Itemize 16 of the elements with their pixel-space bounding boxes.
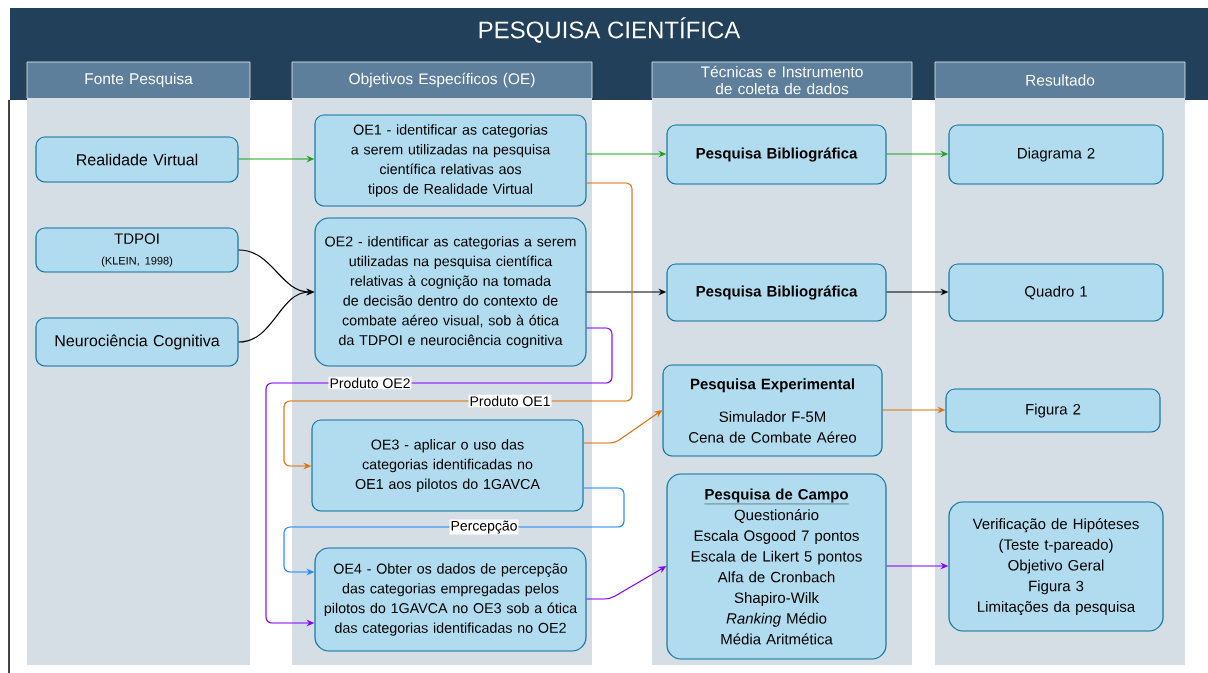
process-box: Figura 2 [945,388,1161,433]
process-box: OE3 - aplicar o uso das categorias identificadas no OE1 aos pilotos do 1GAVCA [311,419,584,512]
process-box: OE4 - Obter os dados de percepção das categorias empregadas pelos pilotos do 1GAVCA no OE3 sob a ótica das categorias identificadas no OE2 [314,547,587,652]
process-box: Verificação de Hipóteses (Teste t-pareado) Objetivo Geral Figura 3 Limitações da pesquisa [948,501,1164,632]
process-box: Diagrama 2 [948,124,1164,185]
title: PESQUISA CIENTÍFICA [479,17,741,43]
process-box: Pesquisa de Campo Questionário Escala Osgood 7 pontos Escala de Likert 5 pontos Alfa de Cronbach Shapiro-Wilk Ranking Médio Média Aritmética [666,473,887,660]
process-box: Quadro 1 [948,263,1164,322]
process-box: Pesquisa Bibliográfica [666,263,887,322]
process-box: Realidade Virtual [35,136,239,183]
process-box: OE2 - identificar as categorias a serem utilizadas na pesquisa científica relativas à cognição na tomada de decisão dentro do contexto de combate aéreo visual, sob à ótica da TDPOI e neurociência cognitiva [314,217,587,367]
process-box: Pesquisa Bibliográfica [666,124,887,185]
process-box: Pesquisa Experimental Simulador F-5M Cena de Combate Aéreo [662,364,883,457]
process-box: TDPOI (KLEIN, 1998) [35,227,239,273]
process-box: Neurociência Cognitiva [35,317,239,367]
process-box: OE1 - identificar as categorias a serem utilizadas na pesquisa científica relativas aos tipos de Realidade Virtual [314,114,587,207]
